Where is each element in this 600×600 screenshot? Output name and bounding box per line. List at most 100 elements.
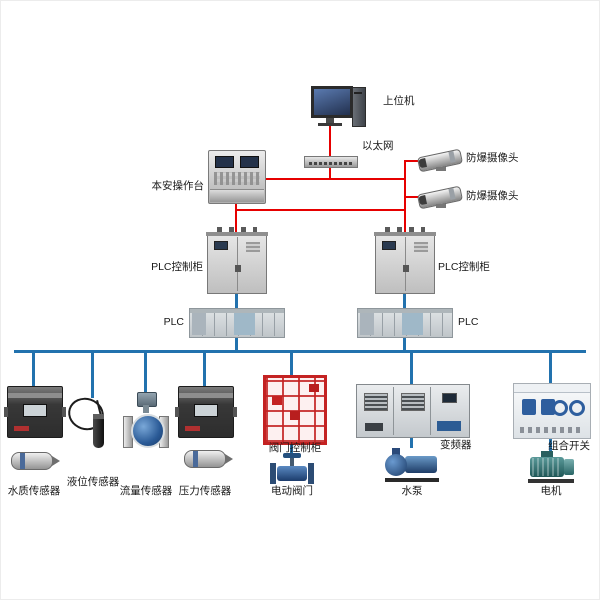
- pressure-sensor-housing: [175, 386, 237, 438]
- console-deck: [210, 189, 264, 202]
- combination-switch-label: 组合开关: [548, 440, 590, 452]
- motor: [526, 451, 576, 483]
- cabinet-handle: [402, 265, 406, 272]
- host-computer: [308, 86, 366, 128]
- ethernet-line-switch-drop: [329, 166, 331, 180]
- vfd-vent: [401, 393, 425, 411]
- plc-cabinet-right-label: PLC控制柜: [438, 261, 490, 273]
- vfd-door-split: [393, 387, 394, 435]
- camera-band: [448, 151, 456, 163]
- fieldbus-drop-vfd: [410, 352, 413, 384]
- electric-valve-label: 电动阀门: [271, 485, 313, 497]
- pump-volute: [385, 454, 407, 476]
- fieldbus-drop-level: [91, 352, 94, 398]
- fieldbus-drop-combo-switch: [549, 352, 552, 383]
- safe-operation-console: [208, 150, 266, 204]
- pc-tower: [352, 87, 366, 127]
- valve-flange: [308, 463, 314, 484]
- cabinet-component: [272, 396, 282, 405]
- motor-base: [528, 479, 574, 483]
- ethernet-line-camera-bottom-branch: [404, 196, 428, 198]
- valve-stem: [290, 458, 294, 466]
- fieldbus-right-plc-to-bus: [403, 336, 406, 352]
- switch-top-strip: [514, 384, 590, 393]
- vfd-door-split: [430, 387, 431, 435]
- console-buttons: [214, 172, 260, 185]
- water-quality-sensor-housing: [4, 386, 66, 438]
- camera-mount: [436, 167, 446, 171]
- monitor-base: [318, 123, 342, 126]
- plc-rack-left: [189, 308, 285, 338]
- cabinet-cable-glands: [217, 227, 257, 232]
- ethernet-line-horizontal-upper: [264, 178, 406, 180]
- housing-ear: [233, 407, 237, 417]
- switch-module: [541, 399, 555, 415]
- pc-tower-slot: [354, 92, 362, 94]
- housing-ear: [4, 407, 8, 417]
- monitor-screen: [311, 86, 353, 118]
- console-screen-left: [215, 156, 234, 168]
- vfd-vent: [364, 393, 388, 411]
- console-label: 本安操作台: [151, 180, 205, 192]
- level-probe: [93, 414, 104, 448]
- motor-label: 电机: [540, 485, 562, 497]
- housing-window: [23, 404, 47, 417]
- fieldbus-vfd-to-pump: [410, 436, 413, 448]
- camera-band: [448, 188, 456, 200]
- switch-dial: [569, 400, 585, 416]
- cabinet-display: [214, 241, 228, 250]
- vfd-label: 变频器: [440, 439, 472, 451]
- fieldbus-main-bus: [14, 350, 586, 353]
- housing-ear: [62, 407, 66, 417]
- motor-body: [530, 457, 564, 477]
- pump-base: [385, 478, 439, 482]
- plc-rack-right: [357, 308, 453, 338]
- cabinet-handle: [234, 265, 238, 272]
- switch-dial: [552, 400, 568, 416]
- level-sensor-label: 液位传感器: [66, 476, 120, 488]
- pump-motor: [405, 456, 437, 473]
- vfd-cabinet: [356, 384, 470, 438]
- valve-control-cabinet-label: 阀门控制柜: [268, 442, 322, 454]
- plc-cabinet-left-label: PLC控制柜: [151, 261, 203, 273]
- plc-cabinet-right: [374, 227, 436, 294]
- switch-ports: [309, 162, 353, 165]
- rack-io-module: [234, 313, 255, 335]
- fieldbus-left-plc-to-bus: [235, 336, 238, 352]
- cabinet-vent: [246, 242, 260, 252]
- rack-cpu-module: [192, 313, 206, 335]
- water-pump: [385, 448, 439, 482]
- probe-cap: [93, 414, 104, 419]
- fieldbus-valve-cabinet-to-valve: [290, 439, 293, 453]
- ethernet-switch: [304, 156, 358, 168]
- rack-top-strip: [358, 309, 452, 313]
- flow-sensor: [123, 392, 169, 452]
- water-pump-label: 水泵: [401, 485, 423, 497]
- switch-terminal-strip: [520, 427, 584, 433]
- vfd-component: [365, 423, 383, 431]
- ethernet-line-horizontal-lower: [235, 209, 406, 211]
- motor-fins: [532, 458, 562, 476]
- vfd-component: [437, 421, 461, 431]
- plc-cabinet-left: [206, 227, 268, 294]
- housing-tag: [14, 426, 29, 431]
- level-sensor: [63, 393, 120, 450]
- ethernet-line-monitor-to-switch: [329, 124, 331, 156]
- fieldbus-switch-to-motor: [549, 437, 552, 451]
- motor-terminal-box: [541, 451, 553, 458]
- cabinet-display: [382, 241, 396, 250]
- console-screen-right: [240, 156, 259, 168]
- probe-tip: [225, 454, 233, 464]
- motor-end-cap: [564, 459, 574, 475]
- combination-switch: [513, 383, 591, 439]
- ethernet-line-console-to-left-cabinet: [235, 202, 237, 234]
- probe-band: [20, 453, 25, 469]
- plc-right-label: PLC: [458, 316, 479, 328]
- cabinet-cap: [206, 232, 268, 236]
- cabinet-component: [290, 411, 300, 420]
- host-computer-label: 上位机: [383, 95, 415, 107]
- cabinet-vent: [414, 242, 428, 252]
- water-quality-probe: [11, 452, 60, 470]
- housing-band: [179, 393, 233, 398]
- housing-band: [8, 393, 62, 398]
